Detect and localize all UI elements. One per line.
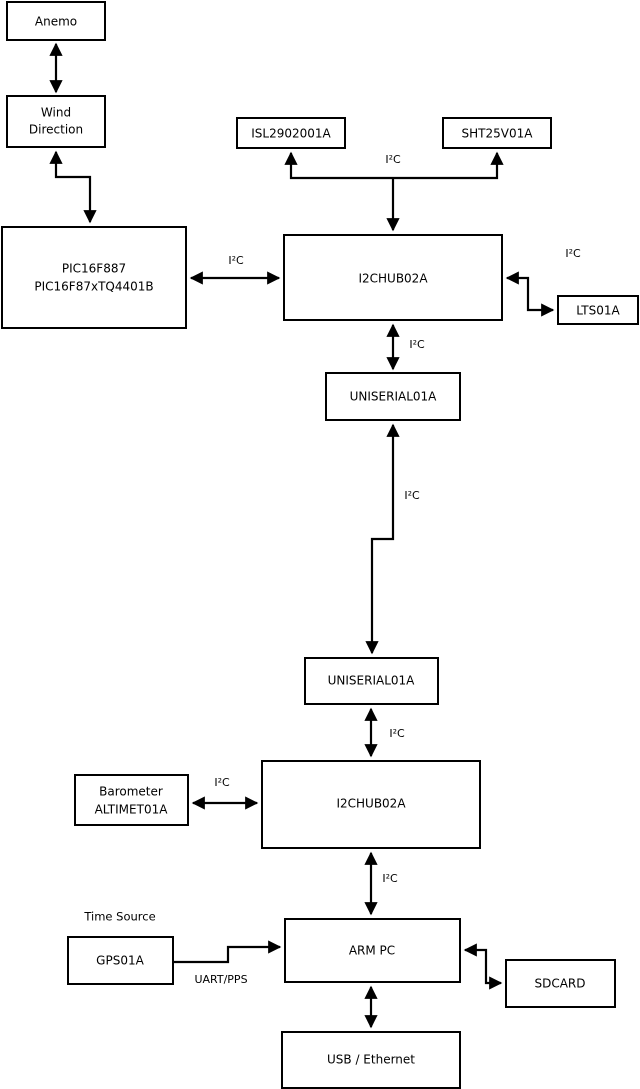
node-i2chub02a-bottom-label: I2CHUB02A [336,797,406,811]
edge-arm-sdcard [463,943,503,990]
edge-label-baro-hub2-i2c: I²C [214,776,230,789]
node-sht25v01a-label: SHT25V01A [462,127,534,141]
node-barometer-altimet01a[interactable]: Barometer ALTIMET01A [74,774,189,826]
free-labels-group: Time Source [83,910,155,924]
node-wind-direction[interactable]: Wind Direction [6,95,106,148]
node-arm-pc-label: ARM PC [349,944,395,958]
edge-label-uni-uni-i2c: I²C [404,489,420,502]
node-i2chub02a-bottom[interactable]: I2CHUB02A [261,760,481,849]
node-uniserial01a-top[interactable]: UNISERIAL01A [325,372,461,421]
node-usb-ethernet[interactable]: USB / Ethernet [281,1031,461,1089]
node-lts01a[interactable]: LTS01A [557,295,639,325]
node-i2chub02a-top[interactable]: I2CHUB02A [283,234,503,321]
edge-label-hub-uni-i2c: I²C [409,338,425,351]
node-gps01a-label: GPS01A [96,954,144,968]
edge-uni-uni [365,423,400,655]
edge-label-pic-hub-i2c: I²C [228,254,244,267]
node-isl2902001a-label: ISL2902001A [251,127,331,141]
label-time-source: Time Source [83,910,155,924]
edge-label-hub2-arm-i2c: I²C [382,872,398,885]
node-barometer-label-line1: Barometer [99,785,163,799]
edge-label-isl-sht-i2c: I²C [385,153,401,166]
node-arm-pc[interactable]: ARM PC [284,918,461,983]
node-i2chub02a-top-label: I2CHUB02A [358,272,428,286]
edge-label-uni-hub2-i2c: I²C [389,727,405,740]
node-uniserial01a-top-label: UNISERIAL01A [350,390,438,404]
edges-group [49,42,555,1029]
node-pic16f887-label-line1: PIC16F887 [62,262,126,276]
edge-hub-isl [284,151,393,180]
node-pic16f887[interactable]: PIC16F887 PIC16F87xTQ4401B [1,226,187,329]
node-sht25v01a[interactable]: SHT25V01A [442,117,552,149]
edge-label-gps-arm-uart: UART/PPS [194,973,247,986]
node-anemo-label: Anemo [35,15,77,29]
edge-hub-sht [393,151,504,180]
node-uniserial01a-bottom[interactable]: UNISERIAL01A [304,657,439,705]
node-usb-ethernet-label: USB / Ethernet [327,1053,415,1067]
edge-hub-lts [505,271,555,317]
node-isl2902001a[interactable]: ISL2902001A [236,117,346,149]
node-sdcard[interactable]: SDCARD [505,959,616,1008]
edge-gps-arm [173,940,282,964]
node-anemo[interactable]: Anemo [6,1,106,41]
node-lts01a-label: LTS01A [576,304,620,318]
edge-pic-wind [49,150,97,224]
node-wind-direction-label-line1: Wind [41,106,71,120]
node-gps01a[interactable]: GPS01A [67,936,174,985]
node-pic16f887-label-line2: PIC16F87xTQ4401B [34,280,153,294]
node-wind-direction-label-line2: Direction [29,123,83,137]
edge-label-hub-lts-i2c: I²C [565,247,581,260]
node-barometer-label-line2: ALTIMET01A [95,803,169,817]
node-uniserial01a-bottom-label: UNISERIAL01A [328,674,416,688]
edge-labels-group: I²C I²C I²C I²C I²C I²C I²C I²C UART/PPS [194,153,581,986]
node-sdcard-label: SDCARD [534,977,585,991]
